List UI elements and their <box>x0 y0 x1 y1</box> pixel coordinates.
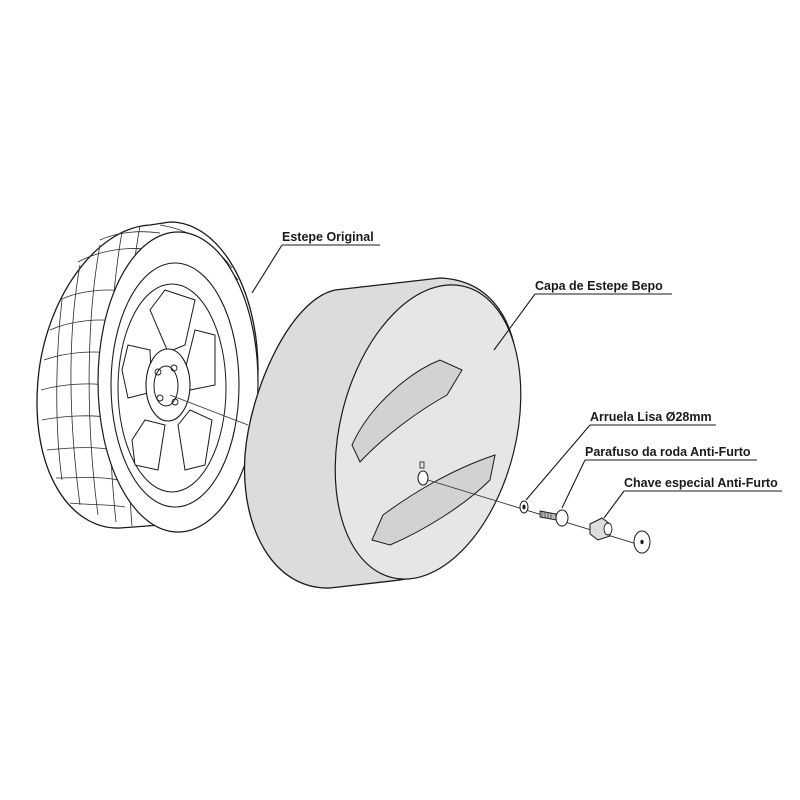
rim-inner <box>117 283 227 493</box>
key-disc <box>633 530 651 554</box>
cover-lock-mark <box>419 461 425 469</box>
label-key: Chave especial Anti-Furto <box>624 476 778 490</box>
anti-theft-key <box>589 517 613 541</box>
label-spare-tire: Estepe Original <box>282 230 374 244</box>
lug-nut <box>170 364 178 372</box>
cover-face <box>334 284 522 580</box>
rim-spokes <box>121 289 216 471</box>
lug-nut <box>171 398 179 406</box>
anti-theft-bolt <box>539 509 569 527</box>
spare-tire <box>36 221 259 533</box>
lug-nut <box>156 394 164 402</box>
callout-washer: Arruela Lisa Ø28mm <box>525 410 716 501</box>
callout-cover: Capa de Estepe Bepo <box>493 279 672 351</box>
callout-key: Chave especial Anti-Furto <box>603 476 782 519</box>
label-cover: Capa de Estepe Bepo <box>535 279 663 293</box>
label-bolt: Parafuso da roda Anti-Furto <box>585 445 751 459</box>
spare-cover <box>243 277 522 589</box>
callout-spare-tire: Estepe Original <box>251 230 380 294</box>
lug-nut <box>154 368 162 376</box>
assembly-axis-line <box>169 394 249 426</box>
cover-bolt-hole <box>417 470 429 486</box>
cover-upper-emboss <box>351 359 463 463</box>
callout-bolt: Parafuso da roda Anti-Furto <box>561 445 757 509</box>
label-washer: Arruela Lisa Ø28mm <box>590 410 712 424</box>
cover-lower-emboss <box>371 454 496 546</box>
washer <box>519 500 529 514</box>
